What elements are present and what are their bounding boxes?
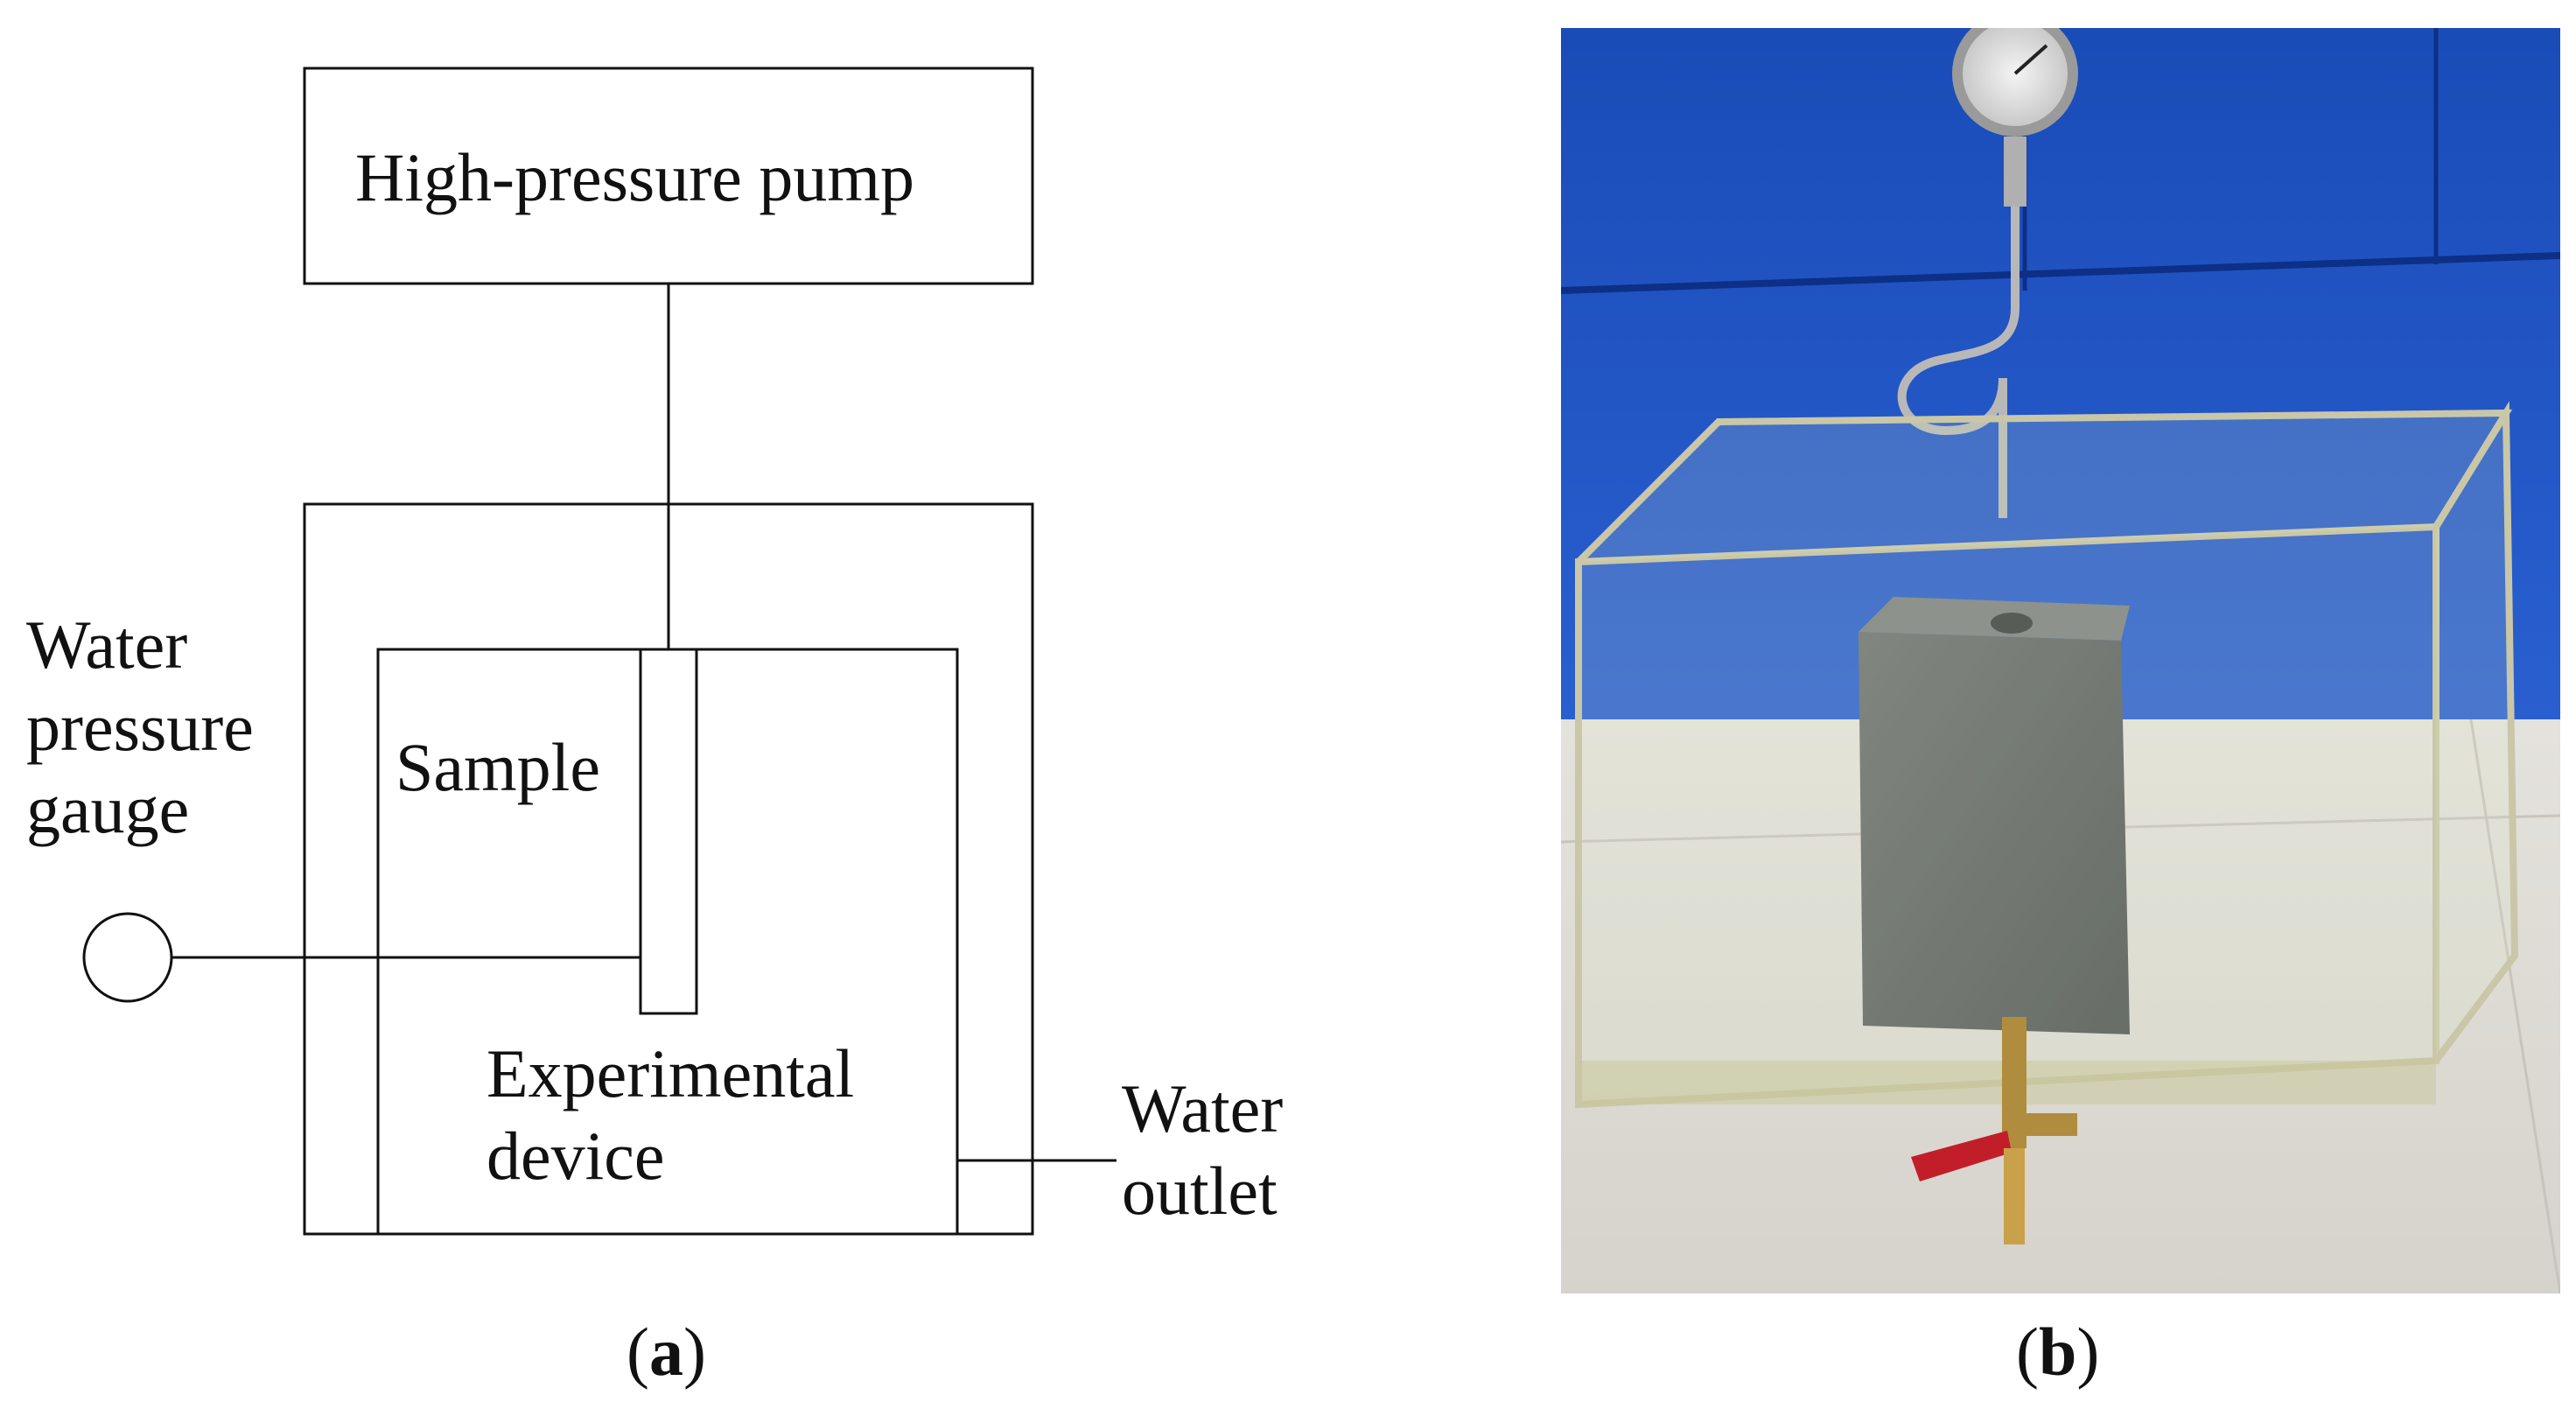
caption-b: (b) (2016, 1314, 2100, 1390)
caption-a-letter: a (648, 1314, 683, 1390)
caption-a: (a) (626, 1314, 706, 1390)
sample-label: Sample (396, 729, 600, 805)
sample-tube (639, 648, 698, 1015)
apparatus-photo (1561, 28, 2560, 1293)
pressure-gauge-symbol (82, 912, 173, 1003)
concrete-block (1858, 632, 2130, 1034)
device-label: Experimental device (486, 1035, 855, 1194)
gauge-label: Water pressure gauge (26, 606, 254, 847)
schematic-diagram (82, 67, 1116, 1236)
caption-b-letter: b (2038, 1314, 2077, 1390)
outlet-label: Water outlet (1122, 1070, 1284, 1229)
pump-label: High-pressure pump (355, 139, 915, 215)
